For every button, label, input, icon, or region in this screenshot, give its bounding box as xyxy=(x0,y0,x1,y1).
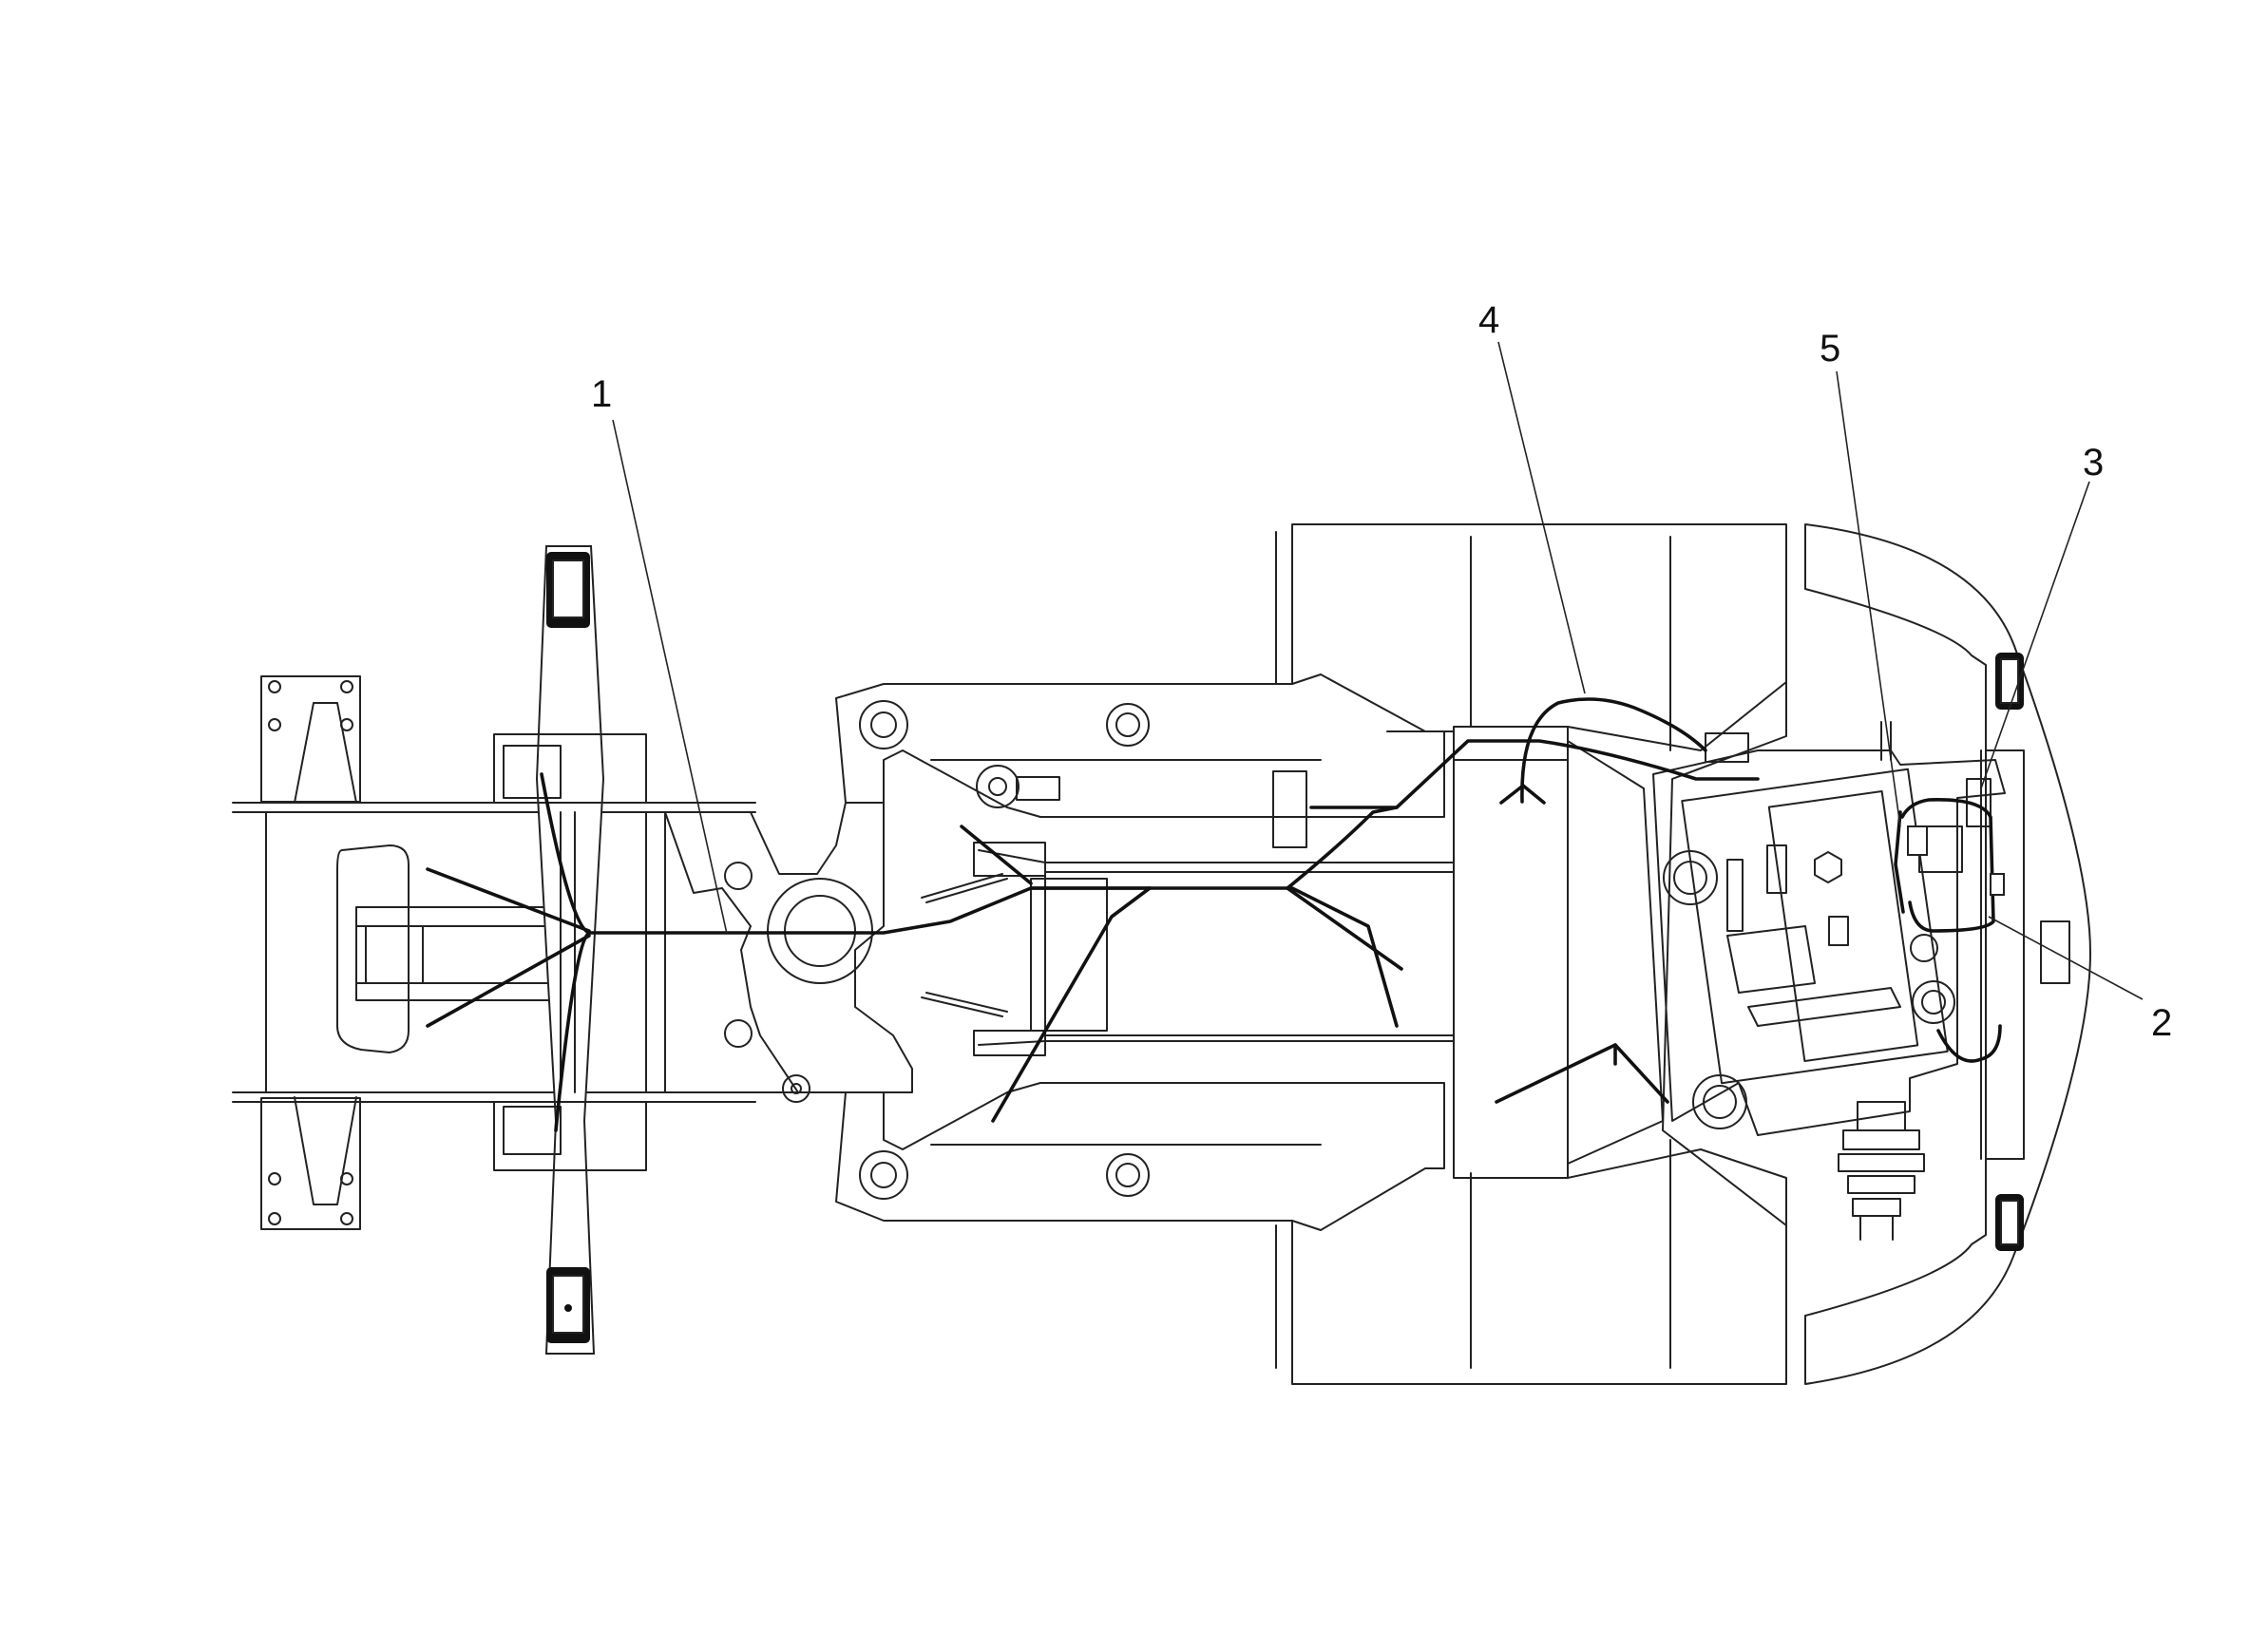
chassis xyxy=(835,673,1455,1231)
leader-lines xyxy=(612,341,2144,1000)
callout-4: 4 xyxy=(1478,299,1499,341)
callout-3: 3 xyxy=(2083,442,2104,484)
callout-5: 5 xyxy=(1820,328,1840,370)
rear-frame xyxy=(232,545,756,1355)
harness-2-3-5 xyxy=(1894,798,2005,1063)
callout-2: 2 xyxy=(2151,1002,2172,1044)
harness-1-main xyxy=(426,739,1760,1132)
callout-1: 1 xyxy=(591,373,612,415)
engine-assembly xyxy=(1652,721,2006,1241)
harness-4 xyxy=(1499,697,1707,805)
deck-outline xyxy=(1275,523,1787,1385)
hitch-assembly xyxy=(664,802,913,1103)
front-hood xyxy=(1804,523,2091,1385)
callouts: 1 2 3 4 5 xyxy=(591,299,2172,1044)
